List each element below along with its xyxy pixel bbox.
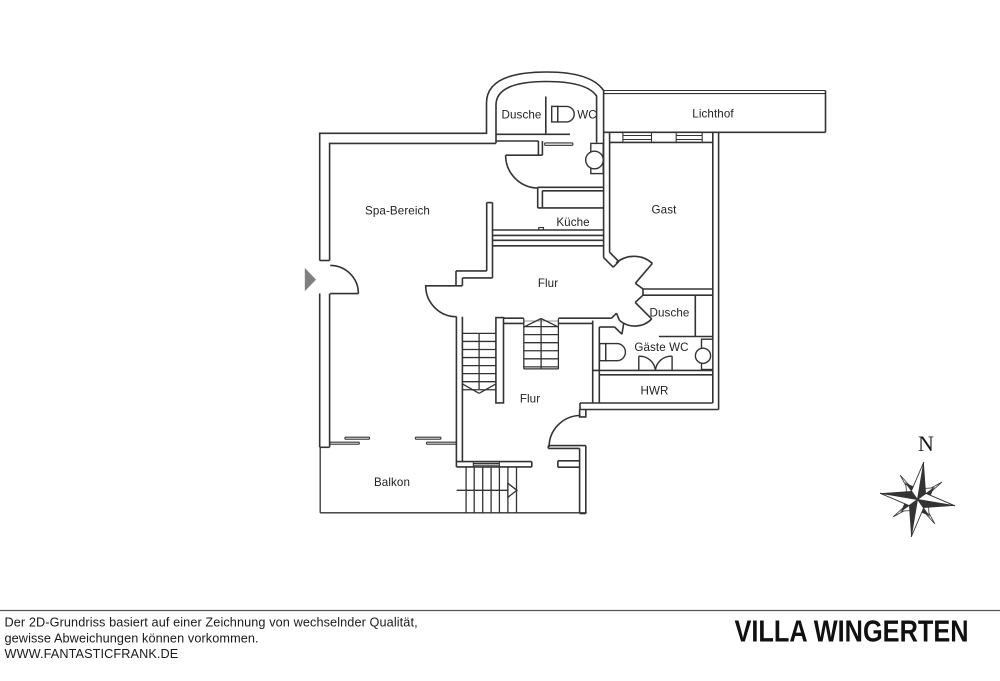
svg-text:gewisse Abweichungen können vo: gewisse Abweichungen können vorkommen. [5, 631, 259, 645]
svg-text:Dusche: Dusche [650, 307, 690, 320]
svg-text:Flur: Flur [538, 277, 558, 290]
svg-text:WWW.FANTASTICFRANK.DE: WWW.FANTASTICFRANK.DE [5, 647, 179, 661]
svg-text:Spa-Bereich: Spa-Bereich [365, 205, 430, 218]
svg-text:Balkon: Balkon [374, 476, 410, 489]
svg-text:Der 2D-Grundriss basiert auf e: Der 2D-Grundriss basiert auf einer Zeich… [5, 616, 418, 630]
svg-text:Dusche: Dusche [502, 109, 542, 122]
svg-text:Gast: Gast [652, 204, 678, 217]
svg-text:Lichthof: Lichthof [692, 108, 734, 121]
svg-text:VILLA WINGERTEN: VILLA WINGERTEN [735, 615, 969, 649]
svg-text:WC: WC [577, 109, 597, 122]
svg-text:N: N [918, 431, 934, 456]
svg-text:Küche: Küche [556, 216, 589, 229]
svg-text:HWR: HWR [641, 385, 669, 398]
svg-text:Flur: Flur [520, 393, 540, 406]
svg-text:Gäste WC: Gäste WC [634, 341, 688, 354]
